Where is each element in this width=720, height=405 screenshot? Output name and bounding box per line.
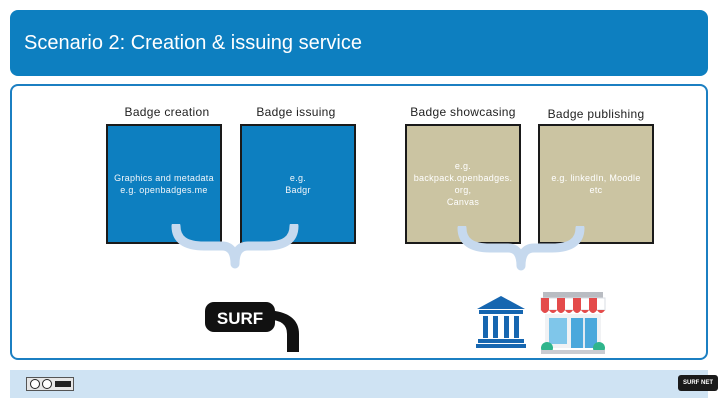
box-text-line: Canvas [446, 197, 480, 207]
box-badge-creation: Graphics and metadata e.g. openbadges.me [106, 124, 222, 244]
label-badge-issuing: Badge issuing [256, 105, 336, 119]
box-text-line: e.g. linkedIn, Moodle [551, 173, 641, 183]
creative-commons-icon [26, 377, 74, 391]
label-badge-publishing: Badge publishing [547, 107, 645, 121]
box-text-line: e.g. openbadges.me [120, 185, 208, 195]
box-text-line: e.g. [289, 173, 307, 183]
surf-logo-text: SURF [217, 309, 263, 328]
box-text-line: Badgr [285, 185, 311, 195]
box-text-line: e.g. [454, 161, 472, 171]
title-bar: Scenario 2: Creation & issuing service [10, 10, 708, 76]
surf-logo-tail [263, 310, 299, 352]
slide-title: Scenario 2: Creation & issuing service [24, 32, 362, 54]
box-text-line: etc [589, 185, 603, 195]
box-badge-publishing: e.g. linkedIn, Moodle etc [538, 124, 654, 244]
footer-bar: SURF NET [10, 370, 718, 398]
shop-icon [540, 292, 606, 354]
left-brace-icon [171, 224, 299, 269]
label-badge-creation: Badge creation [124, 105, 210, 119]
box-text-line: Graphics and metadata [114, 173, 214, 183]
surfnet-logo: SURF NET [678, 375, 718, 391]
surf-logo-shape [205, 302, 275, 332]
bank-building-icon [476, 296, 526, 348]
right-brace-icon [457, 226, 585, 271]
label-badge-showcasing: Badge showcasing [410, 105, 516, 119]
surf-logo: SURF [205, 302, 299, 352]
box-text-line: backpack.openbadges. [413, 173, 513, 183]
box-text-line: org, [454, 185, 472, 195]
